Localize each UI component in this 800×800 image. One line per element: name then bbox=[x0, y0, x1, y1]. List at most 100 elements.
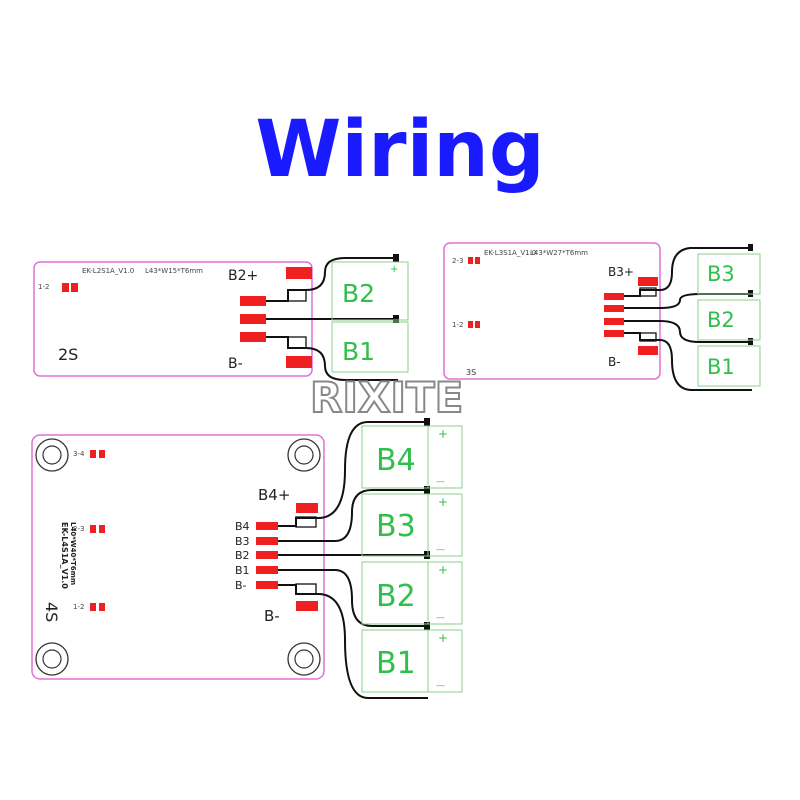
board-4s-tap-pad bbox=[256, 522, 278, 530]
board-3s-wire bbox=[624, 332, 752, 391]
board-3s-wire bbox=[624, 293, 752, 309]
board-2s-pos-label: B2+ bbox=[228, 268, 258, 284]
board-4s-pad-neg bbox=[296, 601, 318, 611]
board-2s-led bbox=[71, 283, 78, 292]
board-3s: EK-L3S1A_V1.0 L43*W27*T6mm 2-3 1-2 3S B3… bbox=[443, 242, 761, 391]
cell-label: B3 bbox=[707, 262, 735, 286]
mounting-hole bbox=[294, 445, 314, 465]
board-2s-tap-pad bbox=[240, 296, 266, 306]
mounting-hole bbox=[35, 438, 69, 472]
board-4s-tap-label: B2 bbox=[235, 549, 250, 562]
board-2s-dims: L43*W15*T6mm bbox=[145, 267, 203, 275]
board-4s-plug bbox=[424, 418, 430, 426]
cell-outline bbox=[361, 561, 463, 625]
board-4s-cell: B4 + — bbox=[361, 425, 463, 489]
mounting-hole bbox=[35, 642, 69, 676]
board-4s-tap-pad bbox=[256, 537, 278, 545]
cell-outline bbox=[697, 345, 761, 387]
board-4s-tap-label: B3 bbox=[235, 535, 250, 548]
cell-plus: + bbox=[438, 495, 448, 509]
cell-label: B3 bbox=[376, 509, 416, 544]
board-4s-led bbox=[90, 603, 96, 611]
board-3s-wire bbox=[624, 247, 752, 297]
cell-outline bbox=[361, 425, 463, 489]
board-2s-wire-joint bbox=[287, 336, 307, 349]
board-3s-plug bbox=[748, 338, 753, 345]
cell-minus: — bbox=[436, 477, 445, 487]
board-3s-tap-pad bbox=[604, 318, 624, 325]
board-4s-led-label: 3-4 bbox=[73, 450, 85, 458]
board-4s-tap-label: B- bbox=[235, 579, 247, 592]
board-2s-pad-pos bbox=[286, 267, 312, 279]
watermark: RIXITE bbox=[310, 373, 463, 422]
cell-label: B2 bbox=[342, 279, 375, 308]
cell-minus: — bbox=[436, 613, 445, 623]
board-2s: EK-L2S1A_V1.0 L43*W15*T6mm 1-2 2S B2+ B-… bbox=[33, 254, 409, 381]
board-4s-plug bbox=[424, 551, 430, 559]
board-3s-cell: B3 bbox=[697, 253, 761, 295]
mounting-hole bbox=[42, 445, 62, 465]
board-3s-led bbox=[475, 257, 480, 264]
board-3s-tap-pad bbox=[604, 305, 624, 312]
board-4s-led-label: 2-3 bbox=[73, 525, 84, 533]
cell-outline bbox=[697, 253, 761, 295]
board-4s-wire bbox=[278, 584, 428, 699]
board-4s-wire bbox=[278, 489, 428, 542]
board-4s-model: EK-L4S1A_V1.0 bbox=[60, 522, 69, 589]
mounting-hole bbox=[42, 649, 62, 669]
board-4s-pos-label: B4+ bbox=[258, 486, 290, 504]
board-4s-led bbox=[90, 450, 96, 458]
board-4s-tap-pad bbox=[256, 551, 278, 559]
board-3s-wire-joint bbox=[639, 287, 657, 297]
board-4s-cell: B2 + — bbox=[361, 561, 463, 625]
board-4s-wire-joint bbox=[295, 583, 317, 595]
board-4s-tap-pad bbox=[256, 581, 278, 589]
board-4s-plug bbox=[424, 622, 430, 630]
board-4s-led-label: 1-2 bbox=[73, 603, 84, 611]
board-4s-led bbox=[99, 603, 105, 611]
cell-plus: + bbox=[438, 631, 448, 645]
cell-label: B4 bbox=[376, 443, 416, 478]
cell-label: B2 bbox=[376, 579, 416, 614]
board-2s-neg-label: B- bbox=[228, 356, 243, 372]
cell-plus: + bbox=[438, 563, 448, 577]
cell-label: B2 bbox=[707, 308, 735, 332]
board-3s-led bbox=[475, 321, 480, 328]
board-4s-plug bbox=[424, 486, 430, 494]
board-2s-pad-neg bbox=[286, 356, 312, 368]
board-4s-name: 4S bbox=[42, 602, 61, 622]
board-2s-model: EK-L2S1A_V1.0 bbox=[82, 267, 134, 275]
board-2s-led-label: 1-2 bbox=[38, 283, 49, 291]
board-4s-outline bbox=[31, 434, 325, 680]
board-4s-tap-pad bbox=[256, 566, 278, 574]
cell-label: B1 bbox=[707, 355, 735, 379]
board-2s-led bbox=[62, 283, 69, 292]
board-3s-name: 3S bbox=[466, 368, 476, 377]
board-4s-dims: L40*W40*T6mm bbox=[69, 522, 77, 585]
board-3s-plug bbox=[748, 244, 753, 251]
cell-plus: + bbox=[390, 264, 398, 275]
board-3s-neg-label: B- bbox=[608, 355, 621, 369]
board-2s-tap-pad bbox=[240, 332, 266, 342]
mounting-hole bbox=[287, 438, 321, 472]
cell-outline bbox=[361, 629, 463, 693]
board-2s-cell: B2 + bbox=[331, 261, 409, 321]
board-3s-pad-neg bbox=[638, 346, 658, 355]
board-3s-led bbox=[468, 257, 473, 264]
cell-minus: — bbox=[436, 545, 445, 555]
board-4s-wire bbox=[278, 421, 428, 527]
board-3s-led-label: 2-3 bbox=[452, 257, 463, 265]
board-2s-cell: B1 bbox=[331, 321, 409, 373]
cell-outline bbox=[331, 321, 409, 373]
cell-minus: — bbox=[436, 681, 445, 691]
board-4s-cell: B3 + — bbox=[361, 493, 463, 557]
board-3s-pos-label: B3+ bbox=[608, 265, 634, 279]
board-4s-tap-label: B4 bbox=[235, 520, 250, 533]
cell-outline bbox=[697, 299, 761, 341]
board-2s-plug bbox=[393, 315, 399, 323]
cell-outline bbox=[331, 261, 409, 321]
board-3s-model: EK-L3S1A_V1.0 bbox=[484, 249, 536, 257]
board-3s-wire bbox=[624, 320, 752, 343]
board-2s-wire-joint bbox=[287, 289, 307, 302]
